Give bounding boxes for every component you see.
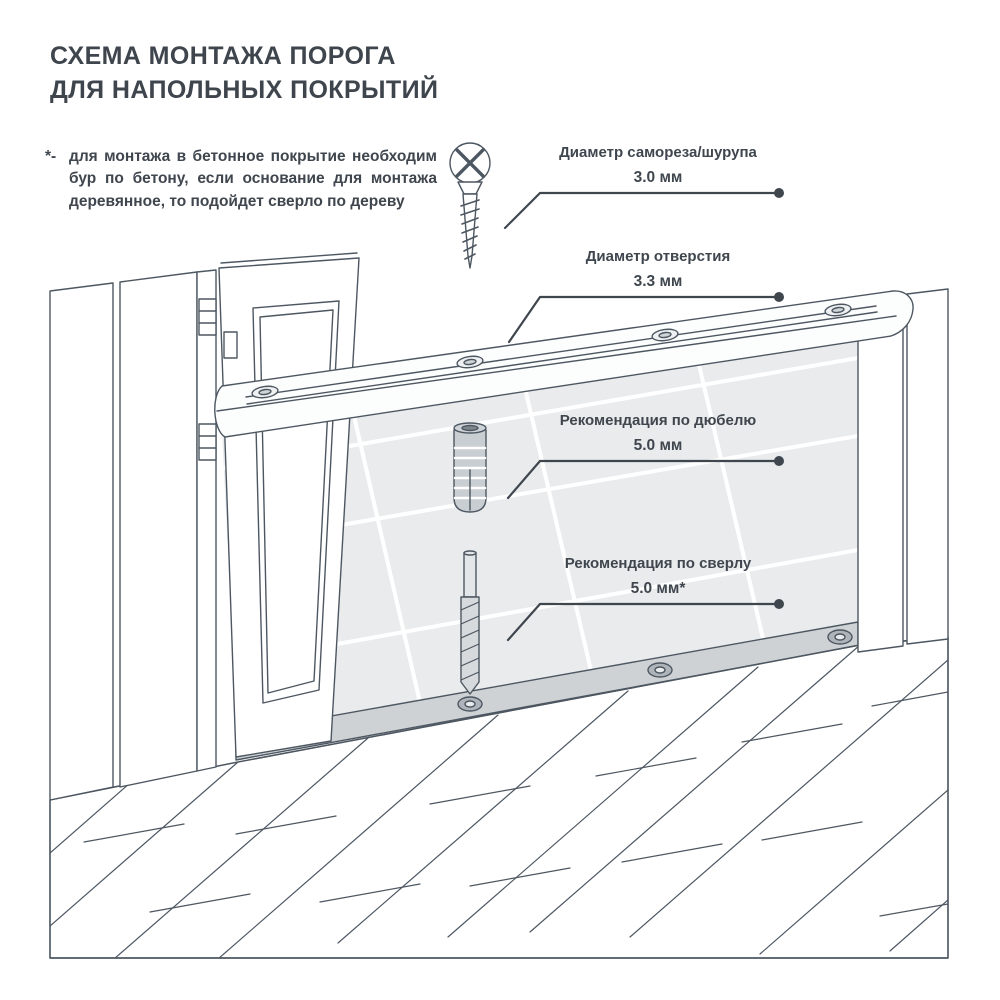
leader-lines [503,191,779,642]
callout-drill-recommendation-label: Рекомендация по сверлу [564,555,752,572]
callout-drill-recommendation-value: 5.0 мм* [630,580,686,597]
page-title: СХЕМА МОНТАЖА ПОРОГА ДЛЯ НАПОЛЬНЫХ ПОКРЫ… [50,40,438,107]
threshold-profile [214,290,914,438]
drill-bit-icon [460,550,480,695]
tile-floor [222,322,858,758]
wall-right [857,288,949,653]
hinge-icon [198,298,217,461]
page-title-line1: СХЕМА МОНТАЖА ПОРОГА [50,42,396,70]
footnote-marker: *- [45,148,57,165]
callout-dots [774,188,784,609]
footnote-text: для монтажа в бетонное покрытие необходи… [69,148,437,210]
callout-dowel-recommendation: Рекомендация по дюбелю 5.0 мм [508,412,808,455]
callout-hole-diameter-label: Диаметр отверстия [585,248,731,265]
callout-hole-diameter: Диаметр отверстия 3.3 мм [508,248,808,291]
page-title-line2: ДЛЯ НАПОЛЬНЫХ ПОКРЫТИЙ [50,75,439,104]
plank-floor [49,636,949,959]
callout-screw-diameter: Диаметр самореза/шурупа 3.0 мм [508,144,808,187]
dowel-icon [453,422,487,513]
callout-drill-recommendation: Рекомендация по сверлу 5.0 мм* [508,555,808,598]
callout-dowel-recommendation-label: Рекомендация по дюбелю [559,412,757,429]
callout-dowel-recommendation-value: 5.0 мм [633,437,683,454]
screw-icon [449,142,491,269]
footnote: *- для монтажа в бетонное покрытие необх… [45,146,437,213]
callout-hole-diameter-value: 3.3 мм [633,273,683,290]
callout-screw-diameter-value: 3.0 мм [633,169,683,186]
door-frame-left [49,269,217,801]
callout-screw-diameter-label: Диаметр самореза/шурупа [559,144,757,161]
